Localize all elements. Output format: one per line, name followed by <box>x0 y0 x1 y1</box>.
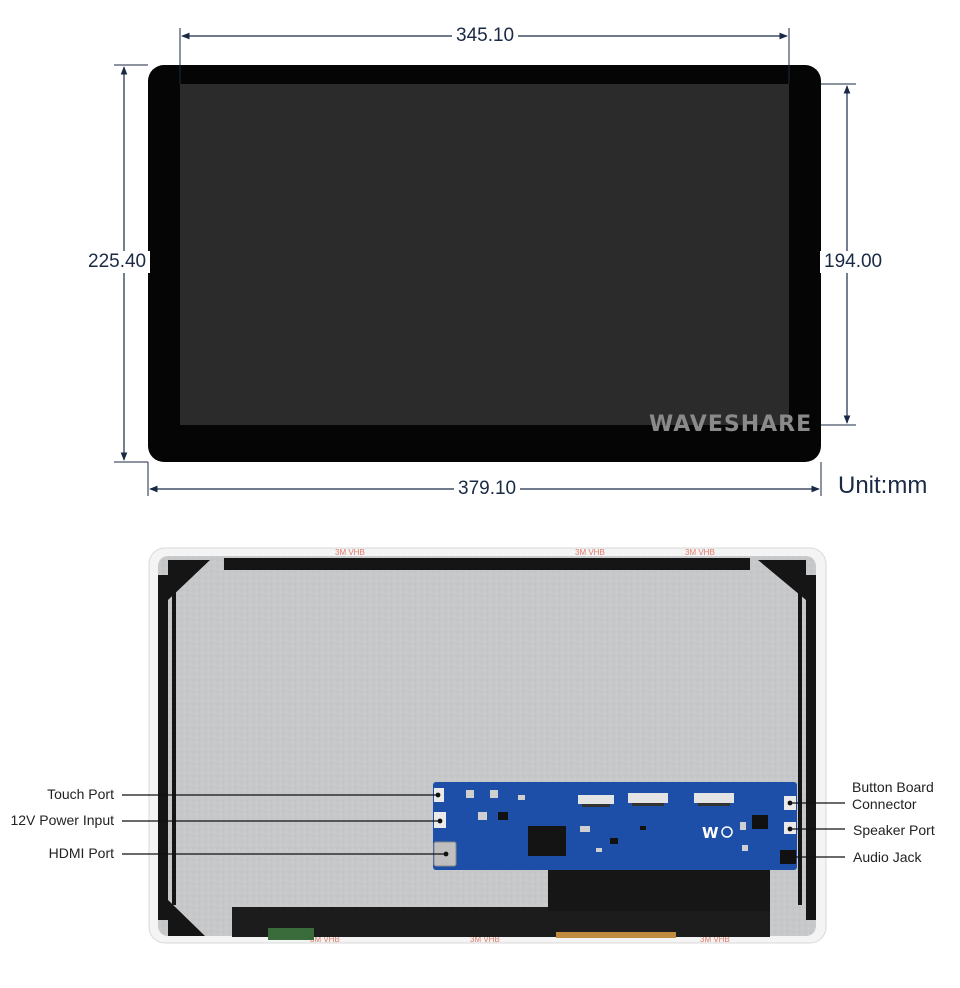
svg-text:3M VHB: 3M VHB <box>700 935 730 944</box>
svg-text:3M VHB: 3M VHB <box>685 548 715 557</box>
callout-hdmi-port: HDMI Port <box>48 845 114 861</box>
bottom-fpc-area <box>232 907 770 937</box>
callout-button-board-line2: Connector <box>852 796 917 812</box>
back-view: 3M VHB 3M VHB 3M VHB 3M VHB 3M VHB 3M VHB <box>148 547 827 944</box>
unit-label: Unit:mm <box>838 472 928 499</box>
svg-text:3M VHB: 3M VHB <box>575 548 605 557</box>
callout-speaker-port: Speaker Port <box>853 822 935 838</box>
controller-chip <box>528 826 566 856</box>
callout-audio-jack: Audio Jack <box>853 849 922 865</box>
driver-board: W <box>433 782 797 870</box>
speaker-port <box>784 822 796 834</box>
board-logo-icon: W <box>702 824 719 842</box>
dimension-outline-width: 379.10 <box>454 478 521 500</box>
display-active-area <box>180 84 789 425</box>
dimension-active-width: 345.10 <box>452 25 519 47</box>
callout-touch-port: Touch Port <box>47 786 114 802</box>
callout-button-board: Button Board Connector <box>852 779 934 813</box>
dimension-active-height: 194.00 <box>820 251 887 273</box>
callout-button-board-line1: Button Board <box>852 779 934 795</box>
svg-text:3M VHB: 3M VHB <box>335 548 365 557</box>
callout-power-input: 12V Power Input <box>10 812 114 828</box>
brand-watermark: WAVESHARE <box>649 412 813 437</box>
dimension-outline-height: 225.40 <box>84 251 151 273</box>
extension-lines <box>114 28 856 496</box>
svg-text:3M VHB: 3M VHB <box>310 935 340 944</box>
power-input-port <box>434 812 446 828</box>
callout-leaders <box>122 792 845 860</box>
front-view <box>148 65 821 462</box>
svg-text:3M VHB: 3M VHB <box>470 935 500 944</box>
